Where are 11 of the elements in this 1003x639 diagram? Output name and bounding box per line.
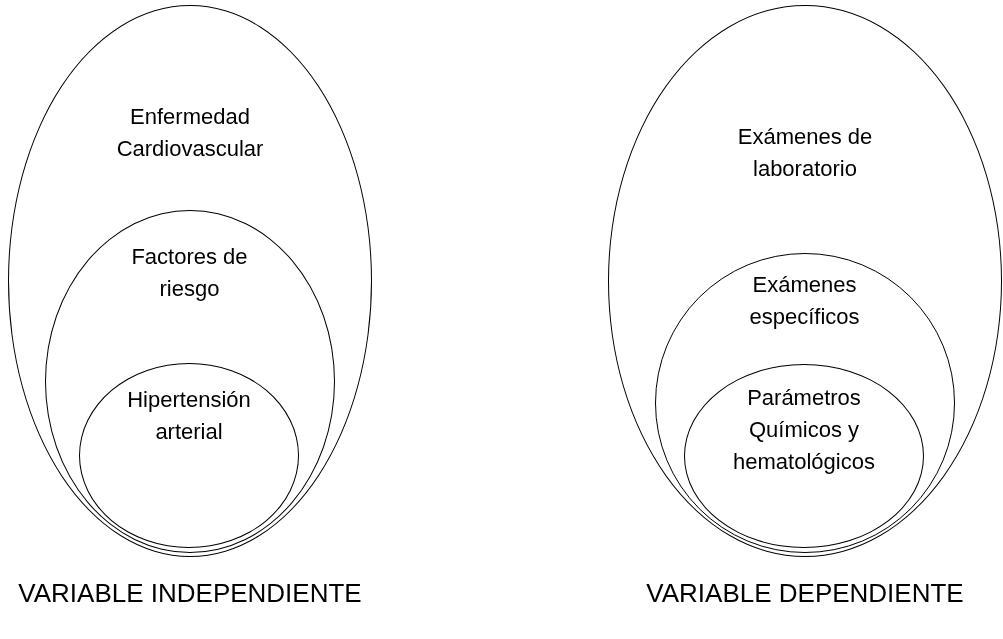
ellipse-label: Parámetros Químicos y hematológicos	[732, 384, 876, 476]
ellipse-label: Factores de riesgo	[130, 242, 249, 303]
node-label: VARIABLE INDEPENDIENTE	[18, 578, 362, 609]
ellipse-label: Exámenes específicos	[748, 270, 861, 331]
ellipse-label: Exámenes de laboratorio	[736, 123, 874, 183]
ellipse	[44, 209, 335, 553]
ellipse	[79, 363, 299, 548]
ellipse	[8, 5, 372, 557]
ellipse-label: Hipertensión arterial	[126, 386, 252, 446]
node-label: VARIABLE DEPENDIENTE	[646, 578, 964, 609]
ellipse-label: Enfermedad Cardiovascular	[115, 103, 265, 163]
